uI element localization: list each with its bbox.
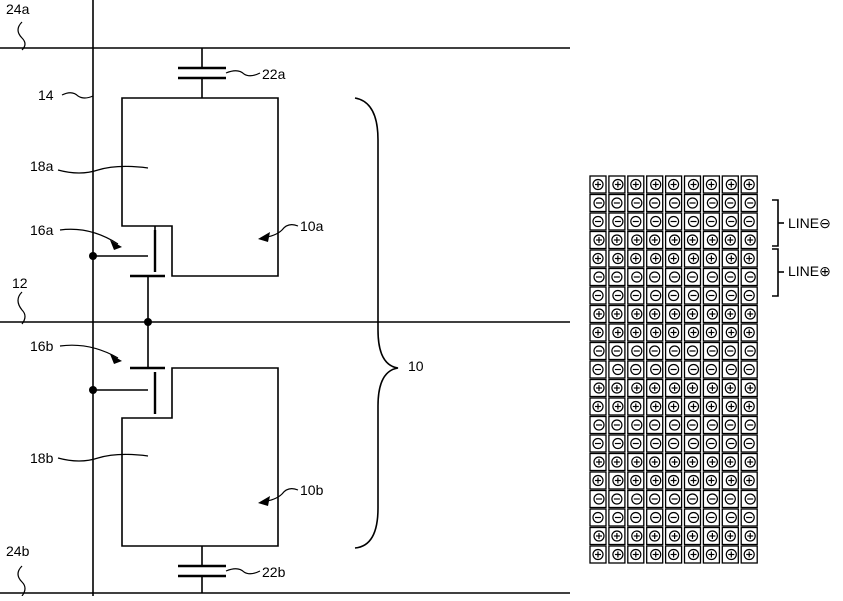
label-16b: 16b [30,338,54,354]
leader-16b [60,345,118,358]
label-16a: 16a [30,222,54,238]
electrode-18b [122,368,278,546]
leader-18a [58,166,148,173]
leader-24b [18,566,25,596]
leader-22a [226,71,260,76]
arrowhead-10b [258,496,270,506]
label-10: 10 [408,358,424,374]
label-18a: 18a [30,158,54,174]
label-10a: 10a [300,218,324,234]
leader-22b [226,569,260,574]
label-22a: 22a [262,66,286,82]
junction-dot-16a [89,252,97,260]
bracket-line-plus [772,249,778,296]
label-24b: 24b [6,543,30,559]
junction-dot-12 [144,318,152,326]
leader-14 [62,93,93,98]
junction-dot-16b [89,386,97,394]
leader-24a [18,22,25,50]
electrode-18a [122,98,278,276]
arrowhead-16a [110,240,122,250]
label-12: 12 [12,275,28,291]
legend-line-plus: LINE⊕ [788,263,831,279]
brace-10 [355,98,398,548]
label-18b: 18b [30,450,54,466]
arrowhead-10a [258,232,270,242]
leader-18b [58,454,148,461]
leader-12 [18,292,25,324]
arrowhead-16b [110,354,122,364]
label-14: 14 [38,87,54,103]
label-22b: 22b [262,564,286,580]
label-10b: 10b [300,482,324,498]
polarity-grid [590,176,757,563]
bracket-line-minus [772,200,778,246]
label-24a: 24a [6,1,30,17]
leader-16a [60,229,118,244]
legend-line-minus: LINE⊖ [788,215,831,231]
